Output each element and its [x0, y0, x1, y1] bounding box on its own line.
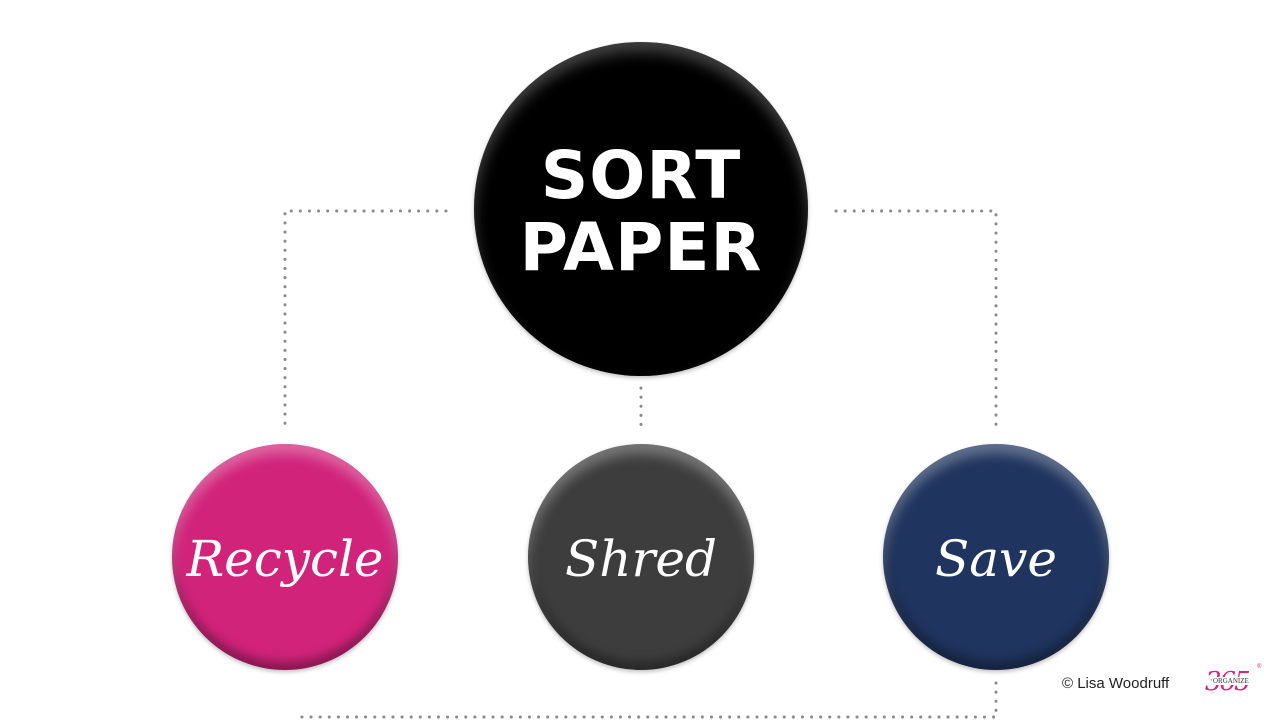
logo-registered-mark: ® — [1257, 664, 1262, 670]
connector-bottom — [298, 681, 998, 719]
recycle-label: Recycle — [186, 530, 384, 588]
organize-365-logo: 365 ORGANIZE ® — [1203, 664, 1263, 704]
recycle-node: Recycle — [172, 444, 398, 670]
connector-left — [283, 209, 448, 430]
shred-label: Shred — [565, 530, 717, 588]
copyright-credit: © Lisa Woodruff — [1062, 675, 1170, 692]
connector-right — [834, 209, 998, 430]
sort-paper-label: SORT PAPER — [519, 137, 763, 286]
shred-node: Shred — [528, 444, 754, 670]
save-node: Save — [883, 444, 1109, 670]
sort-paper-node: SORT PAPER — [474, 42, 808, 376]
save-label: Save — [935, 530, 1057, 588]
logo-word: ORGANIZE — [1212, 677, 1250, 685]
